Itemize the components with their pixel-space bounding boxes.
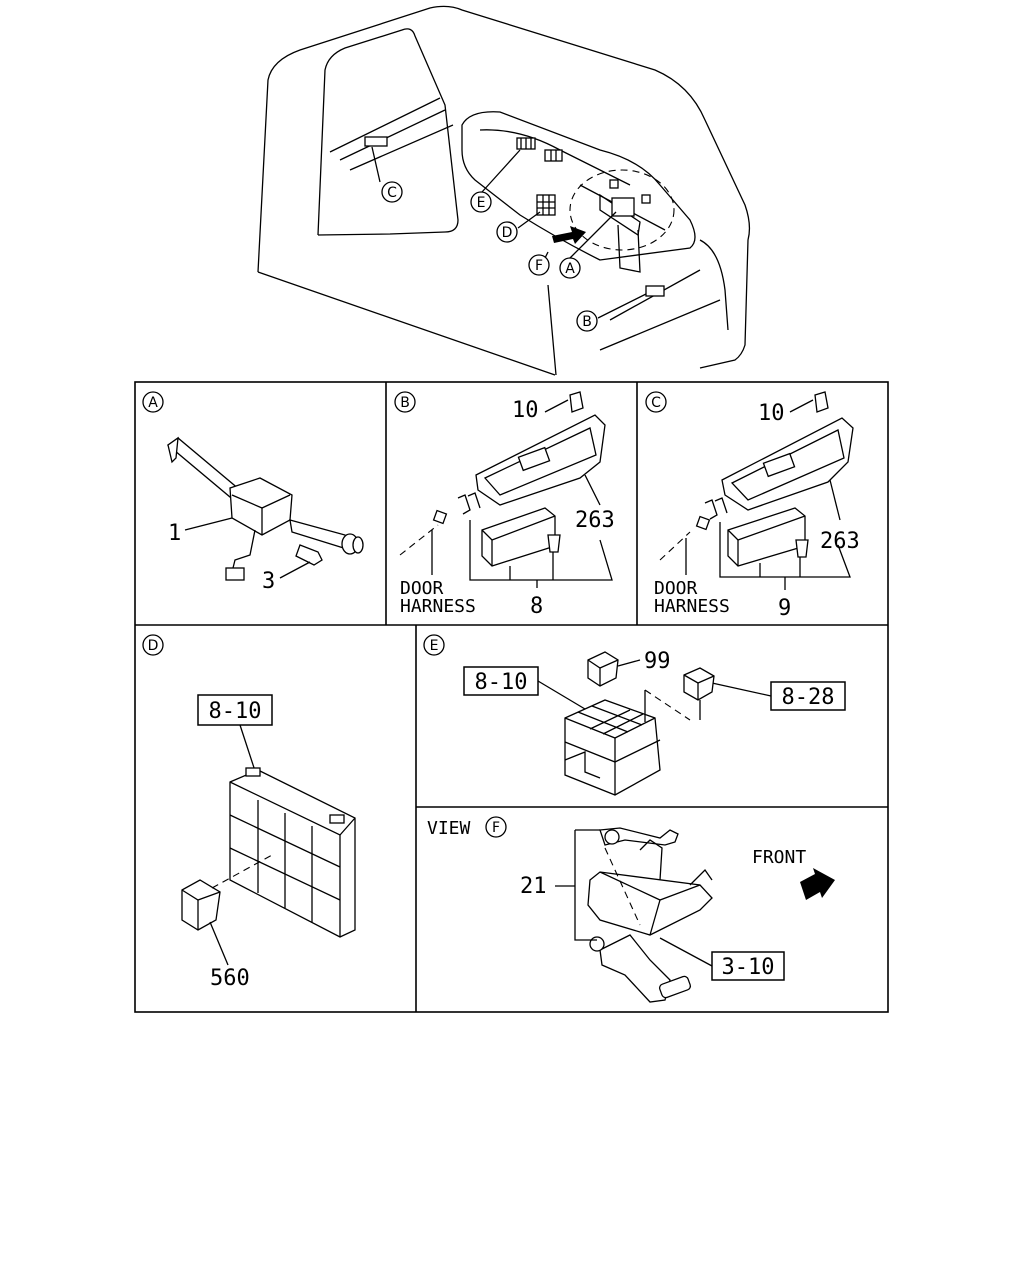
part-number-9: 9	[778, 596, 791, 621]
panel-b: B 10 263 8 DOOR HARNESS	[394, 391, 615, 619]
ref-box-8-10-e: 8-10	[463, 666, 539, 696]
part-number-99: 99	[644, 649, 671, 674]
part-number-8: 8	[530, 594, 543, 619]
relay-box-illustration-d	[181, 767, 356, 966]
panel-c: C 10 263 9 DOOR HARNESS	[645, 391, 860, 621]
overview-illustration	[257, 5, 751, 376]
combination-switch-illustration	[166, 436, 364, 581]
callout-f: F	[528, 254, 550, 276]
window-switch-illustration-b	[399, 391, 613, 588]
svg-text:8-28: 8-28	[782, 685, 835, 710]
callout-b: B	[576, 310, 598, 332]
svg-text:A: A	[148, 395, 158, 411]
svg-text:B: B	[400, 395, 410, 411]
front-arrow-icon	[800, 868, 835, 900]
part-number-10: 10	[512, 398, 539, 423]
callout-a: A	[559, 257, 581, 279]
svg-text:C: C	[387, 185, 397, 201]
svg-text:D: D	[502, 225, 513, 241]
callout-e: E	[470, 191, 492, 213]
fuse-relay-block-illustration-e	[564, 651, 715, 796]
front-label: FRONT	[752, 847, 806, 868]
callout-d: D	[496, 221, 518, 243]
svg-text:C: C	[651, 395, 661, 411]
panel-b-tag: B	[394, 391, 416, 413]
door-harness-label-line1: DOOR	[400, 578, 444, 599]
ref-box-8-28: 8-28	[770, 681, 846, 711]
svg-text:E: E	[430, 638, 439, 654]
svg-text:B: B	[582, 314, 592, 330]
panel-a-tag: A	[142, 391, 164, 413]
panel-f-tag: F	[485, 816, 507, 838]
door-harness-label-line1-c: DOOR	[654, 578, 698, 599]
svg-text:F: F	[535, 258, 543, 274]
svg-text:D: D	[148, 638, 159, 654]
svg-text:8-10: 8-10	[475, 670, 528, 695]
panel-e-tag: E	[423, 634, 445, 656]
part-number-3: 3	[262, 569, 275, 594]
panel-c-tag: C	[645, 391, 667, 413]
svg-text:8-10: 8-10	[209, 699, 262, 724]
ref-box-3-10: 3-10	[711, 951, 785, 981]
panel-f: VIEW F FRONT 3-10 21	[427, 816, 835, 1003]
part-number-560: 560	[210, 966, 250, 991]
part-number-263: 263	[575, 508, 615, 533]
svg-text:A: A	[565, 261, 575, 277]
door-harness-label-line2-c: HARNESS	[654, 596, 730, 617]
svg-text:F: F	[492, 820, 500, 836]
door-harness-label-line2: HARNESS	[400, 596, 476, 617]
part-number-10-c: 10	[758, 401, 785, 426]
part-number-1: 1	[168, 521, 181, 546]
svg-text:3-10: 3-10	[722, 955, 775, 980]
panel-d-tag: D	[142, 634, 164, 656]
panel-e: E 8-10 8-28	[423, 634, 846, 796]
panel-a: A 1 3	[142, 391, 364, 594]
part-number-263-c: 263	[820, 529, 860, 554]
view-label: VIEW	[427, 818, 471, 839]
callout-c: C	[381, 181, 403, 203]
part-number-21: 21	[520, 874, 547, 899]
ref-box-8-10-d: 8-10	[197, 694, 273, 726]
pedal-bracket-illustration	[555, 827, 713, 1003]
panel-frames	[134, 381, 889, 1013]
window-switch-illustration-c	[659, 391, 854, 590]
svg-text:E: E	[477, 195, 486, 211]
panel-d: D 8-10 560	[142, 634, 356, 991]
